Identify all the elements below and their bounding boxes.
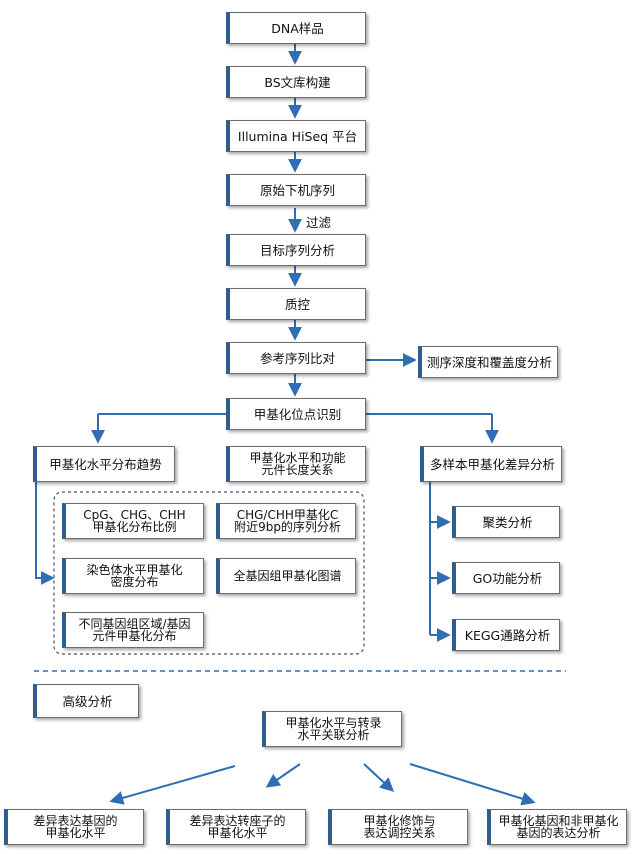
node-genomic-regions: 不同基因组区域/基因 元件甲基化分布: [62, 612, 204, 648]
node-cluster-analysis: 聚类分析: [452, 506, 560, 538]
node-methylation-site-calling: 甲基化位点识别: [226, 398, 366, 430]
node-deg-methylation: 差异表达基因的 甲基化水平: [4, 809, 144, 845]
node-genome-map: 全基因组甲基化图谱: [216, 558, 356, 594]
arrow-adv-b2: [265, 763, 301, 788]
arrow-adv-b1: [109, 765, 236, 805]
node-methylation-transcription: 甲基化水平与转录 水平关联分析: [262, 711, 402, 747]
node-chromosome-density: 染色体水平甲基化 密度分布: [62, 558, 204, 594]
node-raw-reads: 原始下机序列: [226, 174, 366, 206]
node-multi-sample-diff: 多样本甲基化差异分析: [420, 446, 562, 482]
trend-group-frame: [53, 491, 365, 655]
advanced-analysis-title: 高级分析: [33, 684, 139, 718]
node-chg-chh-sequence: CHG/CHH甲基化C 附近9bp的序列分析: [216, 503, 356, 539]
node-methylation-function: 甲基化水平和功能 元件长度关系: [226, 446, 366, 482]
node-gene-expression: 甲基化基因和非甲基化 基因的表达分析: [487, 809, 627, 845]
node-depth-coverage: 测序深度和覆盖度分析: [418, 346, 558, 378]
node-cpg-chg-chh: CpG、CHG、CHH 甲基化分布比例: [62, 503, 204, 539]
node-quality-control: 质控: [226, 288, 366, 320]
node-reference-alignment: 参考序列比对: [226, 342, 366, 374]
arrow-adv-b4: [409, 763, 536, 806]
arrow-adv-b3: [363, 763, 395, 792]
node-kegg-analysis: KEGG通路分析: [452, 619, 560, 651]
node-transposon-methylation: 差异表达转座子的 甲基化水平: [166, 809, 306, 845]
node-dna-sample: DNA样品: [226, 12, 366, 44]
node-bs-library: BS文库构建: [226, 66, 366, 98]
node-target-analysis: 目标序列分析: [226, 234, 366, 266]
node-illumina-platform: Illumina HiSeq 平台: [226, 120, 366, 152]
filter-label: 过滤: [306, 215, 332, 230]
node-methylation-trend: 甲基化水平分布趋势: [33, 446, 175, 482]
node-go-analysis: GO功能分析: [452, 562, 560, 594]
arrow-trend-group: [35, 465, 55, 585]
node-expression-regulation: 甲基化修饰与 表达调控关系: [328, 809, 468, 845]
